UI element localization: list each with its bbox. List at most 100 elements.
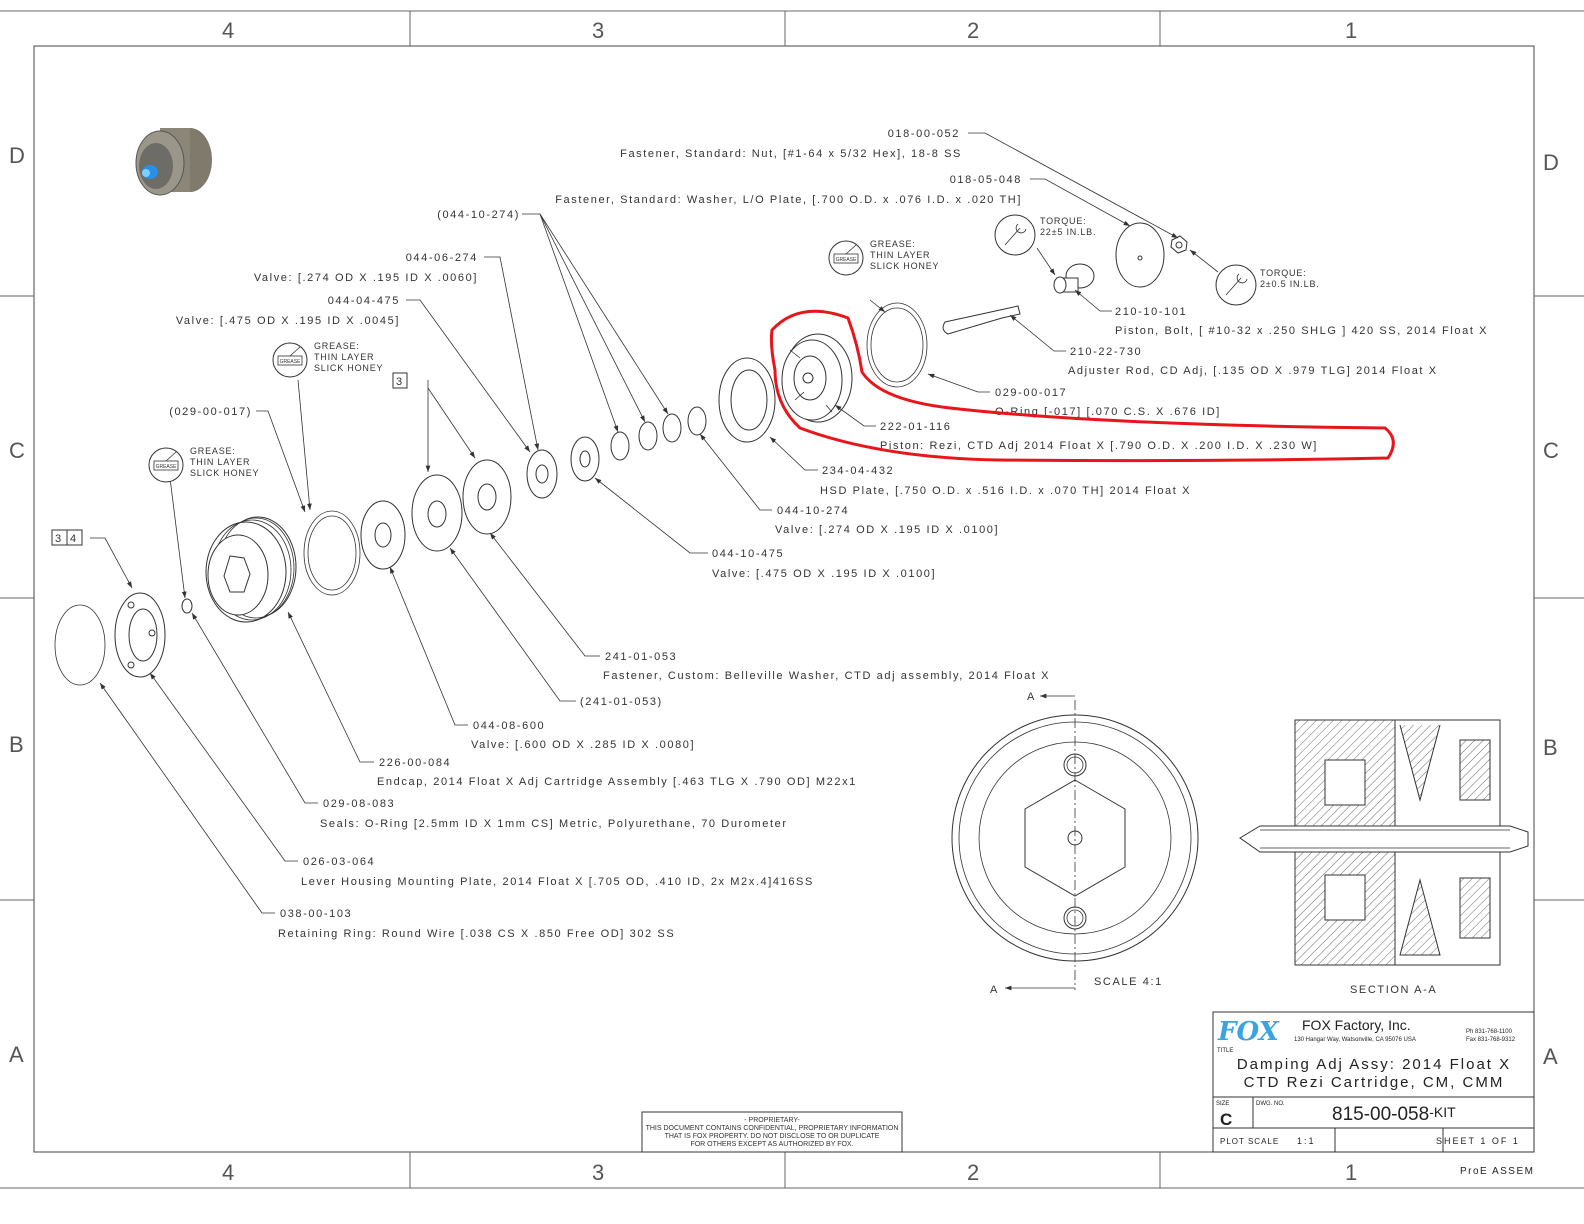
- zone-row-c: C: [9, 438, 25, 463]
- fox-logo: FOX: [1217, 1017, 1281, 1047]
- callout: (044-10-274): [437, 209, 520, 221]
- zone-col-1: 1: [1345, 18, 1357, 43]
- flag-box-3: 3: [396, 376, 404, 388]
- company-address: 130 Hangar Way, Watsonville, CA 95076 US…: [1294, 1037, 1416, 1043]
- grease-line-2: THIN LAYER: [190, 457, 250, 467]
- part-description: Valve: [.475 OD X .195 ID X .0100]: [712, 568, 936, 580]
- grease-icon-label: GREASE: [280, 359, 302, 365]
- valve-small-4: [687, 406, 707, 436]
- grease-line-2: THIN LAYER: [870, 250, 930, 260]
- part-number: 222-01-116: [880, 421, 951, 433]
- part-number: 044-04-475: [328, 295, 400, 307]
- proprietary-heading: - PROPRIETARY-: [744, 1117, 800, 1124]
- grease-icon: [828, 240, 864, 276]
- o-ring-029-00-017-b: [303, 510, 361, 596]
- rezi-piston: [781, 333, 853, 423]
- section-marker-top: A: [1027, 691, 1036, 703]
- grease-notes: GREASE GREASE: THIN LAYER SLICK HONEY GR…: [148, 239, 939, 483]
- drawing-number: 815-00-058-KIT: [1332, 1104, 1456, 1125]
- section-a-a-view: SECTION A-A: [1239, 719, 1529, 996]
- part-number: 029-00-017: [995, 387, 1067, 399]
- company-name: FOX Factory, Inc.: [1302, 1017, 1411, 1033]
- part-description: Endcap, 2014 Float X Adj Cartridge Assem…: [377, 776, 857, 788]
- endcap: [205, 516, 297, 623]
- callout: (029-00-017): [169, 406, 250, 418]
- part-number: 018-00-052: [888, 128, 960, 140]
- zone-col-2-bottom: 2: [967, 1160, 979, 1185]
- retaining-ring: [54, 604, 106, 686]
- part-description: Fastener, Standard: Nut, [#1-64 x 5/32 H…: [620, 148, 962, 160]
- zone-col-3-bottom: 3: [592, 1160, 604, 1185]
- title-line-2: CTD Rezi Cartridge, CM, CMM: [1244, 1074, 1505, 1091]
- hsd-plate: [718, 357, 776, 443]
- part-number: 018-05-048: [950, 174, 1022, 186]
- zone-col-4: 4: [222, 18, 234, 43]
- nut-018-00-052: [1170, 235, 1188, 254]
- part-number: 210-10-101: [1115, 306, 1187, 318]
- exploded-view: [54, 222, 1188, 686]
- torque-note-2: TORQUE: 2±0.5 IN.LB.: [1215, 264, 1320, 306]
- wrench-icon: [1215, 264, 1257, 306]
- part-description: Valve: [.475 OD X .195 ID X .0045]: [176, 315, 400, 327]
- zone-col-2: 2: [967, 18, 979, 43]
- part-description: Piston: Rezi, CTD Adj 2014 Float X [.790…: [880, 440, 1318, 452]
- zone-row-d: D: [9, 143, 25, 168]
- dwg-no-label: DWG. NO.: [1256, 1101, 1285, 1107]
- zone-col-1-bottom: 1: [1345, 1160, 1357, 1185]
- valve-044-08-600: [360, 500, 406, 570]
- part-number: 044-06-274: [406, 252, 478, 264]
- part-description: Adjuster Rod, CD Adj, [.135 OD X .979 TL…: [1068, 365, 1438, 377]
- size-label: SIZE: [1216, 1101, 1229, 1107]
- part-description: Lever Housing Mounting Plate, 2014 Float…: [301, 876, 814, 888]
- grease-icon: [272, 342, 308, 378]
- valve-small-1: [610, 431, 630, 461]
- callout: (241-01-053): [580, 696, 661, 708]
- part-description: O-Ring [-017] [.070 C.S. X .676 ID]: [995, 406, 1221, 418]
- grease-line-2: THIN LAYER: [314, 352, 374, 362]
- wrench-icon: [994, 214, 1036, 256]
- section-label: SECTION A-A: [1350, 984, 1437, 996]
- flag-boxes: 3 3 4: [51, 372, 408, 546]
- part-number: 026-03-064: [303, 856, 375, 868]
- torque-label: TORQUE:: [1040, 216, 1086, 226]
- title-label: TITLE: [1217, 1048, 1233, 1054]
- grease-note: GREASE GREASE: THIN LAYER SLICK HONEY: [828, 239, 939, 276]
- company-phone: Ph 831-768-1100: [1466, 1029, 1513, 1035]
- title-line-1: Damping Adj Assy: 2014 Float X: [1237, 1056, 1511, 1073]
- leader-lines: [90, 132, 1219, 914]
- belleville-washer-2: [462, 459, 512, 535]
- assembly-3d-thumbnail: [135, 128, 212, 196]
- torque-value: 2±0.5 IN.LB.: [1260, 279, 1320, 289]
- grease-note: GREASE GREASE: THIN LAYER SLICK HONEY: [148, 446, 259, 483]
- washer-018-05-048: [1115, 222, 1165, 288]
- torque-label: TORQUE:: [1260, 268, 1306, 278]
- part-number: 210-22-730: [1070, 346, 1142, 358]
- valve-small-2: [638, 421, 658, 451]
- size-value: C: [1220, 1110, 1232, 1129]
- valve-044-10-475: [570, 436, 600, 482]
- flag-box-4: 4: [70, 533, 78, 545]
- grease-line-1: GREASE:: [314, 341, 360, 351]
- cad-source: ProE ASSEM: [1460, 1166, 1534, 1177]
- part-number: 044-10-475: [712, 548, 784, 560]
- proprietary-line-3: FOR OTHERS EXCEPT AS AUTHORIZED BY FOX.: [690, 1141, 853, 1148]
- grease-line-3: SLICK HONEY: [870, 261, 939, 271]
- small-o-ring: [181, 598, 193, 614]
- o-ring-029-00-017: [866, 302, 928, 388]
- grease-line-1: GREASE:: [870, 239, 916, 249]
- part-number: 234-04-432: [822, 465, 894, 477]
- company-fax: Fax 831-768-9312: [1466, 1037, 1516, 1043]
- red-highlight-annotation: [769, 309, 1395, 463]
- part-number: (044-10-274): [437, 209, 520, 221]
- valve-044-04-475: [526, 449, 558, 499]
